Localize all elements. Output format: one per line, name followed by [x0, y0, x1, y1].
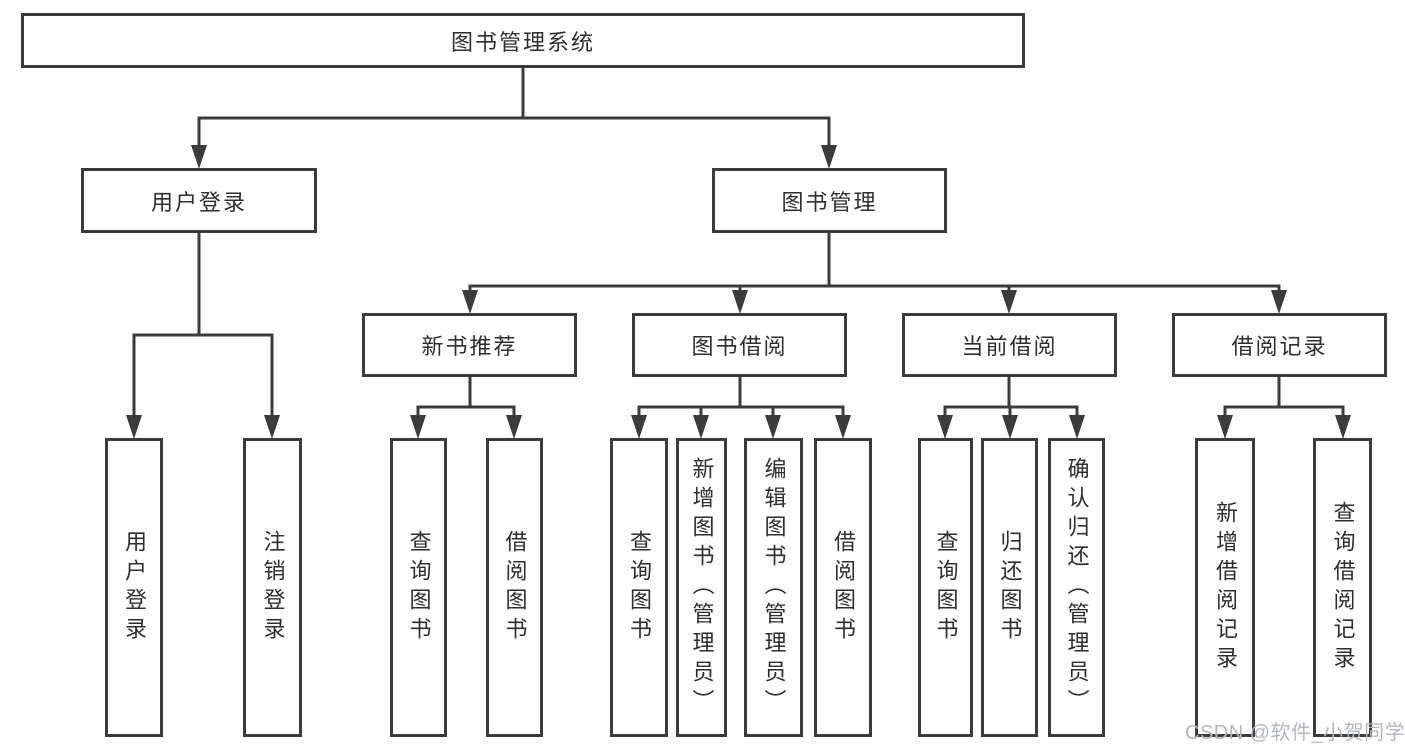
- leaf-borrow-books-recommend: 借阅图书: [486, 438, 543, 737]
- leaf-borrow-books: 借阅图书: [814, 438, 872, 737]
- leaf-add-books-admin: 新增图书（管理员）: [676, 438, 727, 737]
- leaf-confirm-return-admin: 确认归还（管理员）: [1048, 438, 1105, 737]
- leaf-add-borrow-record: 新增借阅记录: [1195, 438, 1255, 737]
- csdn-watermark: CSDN @软件_小贺同学: [1185, 722, 1405, 744]
- leaf-borrow-books-recommend-label: 借阅图书: [502, 529, 528, 646]
- edge-borrow-bar: [637, 405, 845, 417]
- arrow-to-leaf-8: [835, 415, 851, 439]
- leaf-return-books-label: 归还图书: [997, 529, 1023, 646]
- leaf-query-books-current: 查询图书: [918, 438, 973, 737]
- leaf-user-login-label: 用户登录: [122, 529, 147, 646]
- edge-rec-bar: [416, 405, 516, 417]
- arrow-to-leaf-3: [410, 415, 426, 439]
- arrow-to-leaf-13: [1335, 415, 1351, 439]
- node-book-borrow: 图书借阅: [632, 313, 847, 377]
- leaf-query-books-borrow-label: 查询图书: [627, 529, 652, 646]
- node-new-book-recommend: 新书推荐: [362, 313, 577, 377]
- arrow-to-leaf-9: [937, 415, 953, 439]
- leaf-logout: 注销登录: [243, 438, 302, 737]
- edge-record-bar: [1223, 405, 1345, 417]
- arrow-to-leaf-1: [126, 415, 142, 439]
- leaf-add-books-admin-label: 新增图书（管理员）: [689, 457, 715, 718]
- leaf-edit-books-admin: 编辑图书（管理员）: [744, 438, 803, 737]
- arrow-to-leaf-4: [506, 415, 522, 439]
- leaf-query-books-borrow: 查询图书: [610, 438, 668, 737]
- arrow-to-leaf-5: [631, 415, 647, 439]
- leaf-return-books: 归还图书: [981, 438, 1038, 737]
- leaf-borrow-books-label: 借阅图书: [831, 529, 856, 646]
- leaf-confirm-return-admin-label: 确认归还（管理员）: [1064, 457, 1090, 718]
- arrow-to-book-borrow: [732, 290, 748, 314]
- arrow-to-current-borrow: [1001, 290, 1017, 314]
- leaf-query-books-recommend-label: 查询图书: [406, 529, 432, 646]
- arrow-to-leaf-10: [1002, 415, 1018, 439]
- node-book-management: 图书管理: [712, 168, 947, 233]
- leaf-query-borrow-record-label: 查询借阅记录: [1330, 500, 1356, 675]
- arrow-to-book-management: [821, 145, 837, 169]
- node-current-borrow: 当前借阅: [902, 313, 1117, 377]
- leaf-user-login: 用户登录: [105, 438, 163, 737]
- arrow-to-borrow-record: [1271, 290, 1287, 314]
- edge-root-bar: [197, 116, 831, 147]
- node-user-login: 用户登录: [81, 168, 317, 233]
- edge-login-bar: [132, 333, 274, 417]
- arrow-to-leaf-11: [1069, 415, 1085, 439]
- leaf-query-books-current-label: 查询图书: [933, 529, 959, 646]
- edge-current-bar: [943, 405, 1079, 417]
- arrow-to-leaf-6: [693, 415, 709, 439]
- arrow-to-leaf-12: [1217, 415, 1233, 439]
- leaf-add-borrow-record-label: 新增借阅记录: [1213, 500, 1238, 675]
- leaf-logout-label: 注销登录: [260, 529, 286, 646]
- arrow-to-leaf-2: [264, 415, 280, 439]
- arrow-to-leaf-7: [765, 415, 781, 439]
- leaf-query-books-recommend: 查询图书: [390, 438, 447, 737]
- arrow-to-user-login: [191, 145, 207, 169]
- node-root-system: 图书管理系统: [21, 13, 1025, 68]
- node-borrow-record: 借阅记录: [1172, 313, 1387, 377]
- edge-mgmt-bar: [468, 284, 1281, 292]
- leaf-query-borrow-record: 查询借阅记录: [1313, 438, 1372, 737]
- leaf-edit-books-admin-label: 编辑图书（管理员）: [761, 457, 787, 718]
- arrow-to-new-book-recommend: [462, 290, 478, 314]
